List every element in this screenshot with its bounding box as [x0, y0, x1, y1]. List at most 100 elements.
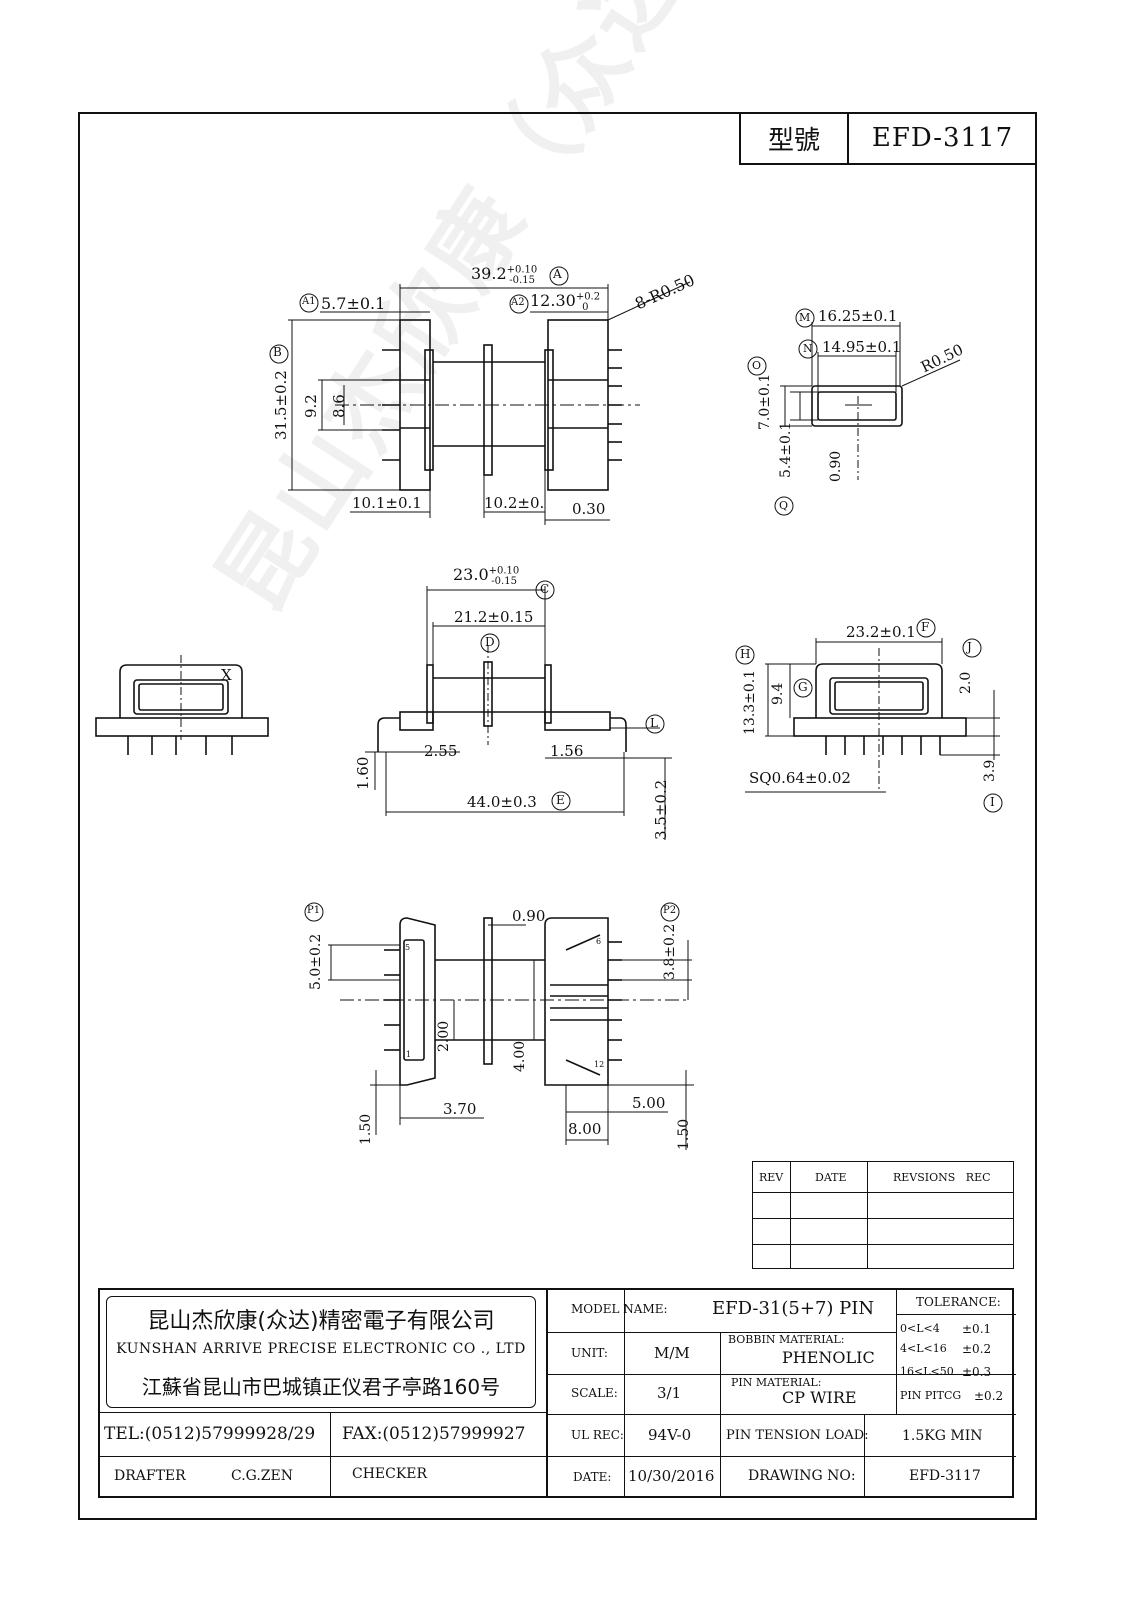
- dim-bv-br-h2: 8.00: [568, 1120, 602, 1138]
- dim-height: 31.5±0.2: [272, 370, 290, 440]
- company-name-en: KUNSHAN ARRIVE PRECISE ELECTRONIC CO ., …: [116, 1341, 526, 1357]
- dim-left-b: 2.55: [424, 742, 458, 760]
- dim-right-b: 1.56: [550, 742, 584, 760]
- dim-left-a: 1.60: [354, 756, 372, 790]
- dim-h2: 8.6: [330, 394, 348, 418]
- dim-bv-bl-h: 3.70: [443, 1100, 477, 1118]
- model-name-label: MODEL NAME:: [571, 1302, 668, 1316]
- dim-bv-mid1: 2.00: [436, 1020, 452, 1052]
- mark-c: C: [540, 582, 550, 596]
- dim-m: 16.25±0.1: [818, 307, 898, 325]
- dim-o: 7.0±0.1: [757, 373, 773, 430]
- tension-label: PIN TENSION LOAD:: [726, 1428, 869, 1443]
- dim-pin: 3.5±0.2: [652, 779, 670, 840]
- dim-a2: 12.30+0.20: [530, 291, 601, 314]
- revision-table: REV DATE REVSIONS REC: [752, 1161, 1014, 1269]
- dim-bottom-right: 0.30: [572, 500, 606, 518]
- tol3-range: 16<L<50: [900, 1365, 954, 1378]
- dim-d: 21.2±0.15: [454, 608, 534, 626]
- date-label: DATE:: [573, 1470, 612, 1484]
- rev-col-rec: REVSIONS REC: [893, 1171, 991, 1184]
- drawing-frame: [78, 112, 1037, 1520]
- mark-e: E: [556, 793, 565, 807]
- mark-i: I: [990, 795, 995, 809]
- dim-bv-left: 5.0±0.2: [308, 933, 324, 990]
- pin-material-value: CP WIRE: [782, 1388, 857, 1407]
- tol3-value: ±0.3: [962, 1365, 992, 1379]
- drawing-no-label: DRAWING NO:: [748, 1468, 856, 1484]
- mark-p1: P1: [307, 905, 321, 916]
- title-block: [98, 1288, 1016, 1498]
- tol4-range: PIN PITCG: [900, 1389, 962, 1402]
- label-x: X: [221, 666, 232, 684]
- dim-n: 14.95±0.1: [822, 338, 902, 356]
- dim-h: 13.3±0.1: [742, 669, 758, 735]
- mark-m: M: [799, 311, 811, 324]
- scale-value: 3/1: [657, 1384, 682, 1402]
- dim-g: 9.4: [770, 682, 786, 705]
- dim-q: 5.4±0.1: [778, 421, 794, 478]
- mark-a2: A2: [511, 297, 525, 308]
- drafter-label: DRAFTER: [114, 1468, 186, 1484]
- fax: FAX:(0512)57999927: [342, 1424, 526, 1444]
- mark-l: L: [650, 716, 658, 730]
- dim-e: 44.0±0.3: [467, 793, 537, 811]
- ul-value: 94V-0: [648, 1426, 692, 1444]
- pin-label-12: 12: [594, 1060, 605, 1069]
- dim-bottom-mid: 10.2±0.: [484, 494, 545, 512]
- cross-section-view: [780, 322, 961, 480]
- dim-overall: 39.2+0.10-0.15: [471, 264, 538, 287]
- tolerance-label: TOLERANCE:: [916, 1295, 1001, 1309]
- drawing-no-value: EFD-3117: [909, 1468, 981, 1484]
- tol1-value: ±0.1: [962, 1322, 992, 1336]
- mark-h: H: [740, 647, 751, 661]
- mark-n: N: [803, 342, 813, 355]
- ul-label: UL REC:: [571, 1428, 624, 1442]
- pin-label-6: 6: [596, 937, 602, 946]
- tol2-range: 4<L<16: [900, 1342, 947, 1355]
- type-label: 型號: [741, 113, 849, 163]
- mark-b: B: [273, 345, 282, 359]
- mark-a1: A1: [302, 296, 316, 307]
- company-box: 昆山杰欣康(众达)精密電子有限公司 KUNSHAN ARRIVE PRECISE…: [106, 1296, 536, 1408]
- mark-j: J: [967, 640, 972, 654]
- mark-p2: P2: [663, 905, 677, 916]
- dim-t: 0.90: [828, 450, 844, 482]
- model-header-box: 型號 EFD-3117: [739, 113, 1036, 165]
- dim-i: 3.9: [982, 759, 998, 782]
- dim-bv-bl-v: 1.50: [358, 1113, 374, 1145]
- tol1-range: 0<L<4: [900, 1322, 940, 1335]
- company-name-cn: 昆山杰欣康(众达)精密電子有限公司: [147, 1309, 495, 1334]
- rev-col-rev: REV: [759, 1171, 784, 1184]
- model-name-value: EFD-31(5+7) PIN: [712, 1298, 875, 1319]
- side-view: [365, 586, 672, 840]
- mark-q: Q: [779, 499, 789, 512]
- dim-h1: 9.2: [302, 394, 320, 418]
- rev-col-date: DATE: [815, 1171, 847, 1184]
- dim-a1: 5.7±0.1: [321, 294, 386, 313]
- dim-bv-top: 0.90: [512, 907, 546, 925]
- checker-label: CHECKER: [352, 1466, 428, 1482]
- bobbin-value: PHENOLIC: [782, 1348, 875, 1367]
- pin-material-label: PIN MATERIAL:: [731, 1376, 822, 1389]
- mark-g: G: [798, 680, 808, 694]
- date-value: 10/30/2016: [628, 1467, 715, 1485]
- top-view: [288, 281, 691, 525]
- tension-value: 1.5KG MIN: [902, 1428, 983, 1444]
- dim-bv-right: 3.8±0.2: [662, 923, 678, 980]
- drafter-name: C.G.ZEN: [231, 1468, 293, 1484]
- mark-o: O: [752, 359, 762, 372]
- pin-label-5: 5: [405, 943, 411, 952]
- pin-label-1: 1: [406, 1050, 412, 1059]
- bottom-view: [328, 917, 694, 1150]
- dim-j: 2.0: [958, 671, 974, 694]
- unit-label: UNIT:: [571, 1346, 608, 1360]
- scale-label: SCALE:: [571, 1386, 618, 1400]
- tol2-value: ±0.2: [962, 1342, 992, 1356]
- mark-f: F: [921, 620, 930, 634]
- mark-a: A: [553, 267, 562, 281]
- dim-bv-br-v: 1.50: [676, 1118, 692, 1150]
- dim-sq: SQ0.64±0.02: [749, 769, 851, 787]
- model-number: EFD-3117: [871, 123, 1014, 153]
